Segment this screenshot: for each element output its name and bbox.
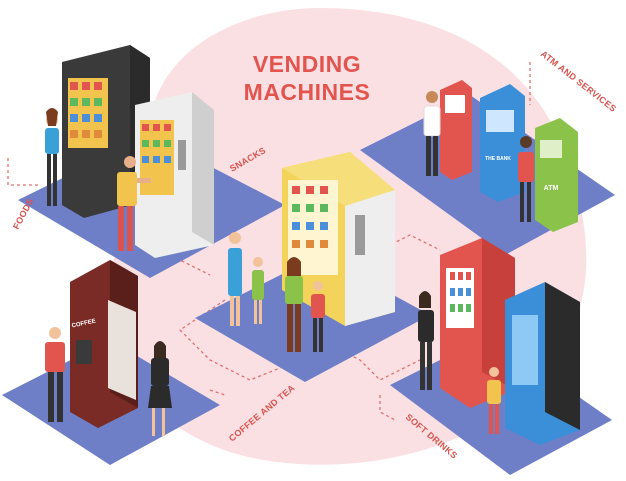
atm-machines: THE BANK ATM: [440, 80, 578, 232]
title-line-2: MACHINES: [244, 79, 371, 105]
label-foods: FOODS: [11, 197, 36, 231]
label-atm-and-services: ATM AND SERVICES: [539, 49, 619, 114]
coffee-machine: COFFEE: [70, 260, 138, 428]
coffee-sign: COFFEE: [71, 319, 96, 330]
soft-drinks-machines: [440, 238, 580, 445]
title-line-1: VENDING: [253, 51, 361, 77]
person-foods-man: [117, 156, 151, 251]
soft-drinks-people: [418, 291, 501, 434]
snacks-people: [228, 232, 325, 352]
bank-sign: THE BANK: [485, 156, 511, 162]
atm-sign: ATM: [544, 185, 559, 192]
atm-people: [423, 91, 534, 222]
person-foods-woman: [45, 108, 59, 206]
snacks-machine: [282, 152, 395, 326]
coffee-people: [45, 327, 172, 436]
